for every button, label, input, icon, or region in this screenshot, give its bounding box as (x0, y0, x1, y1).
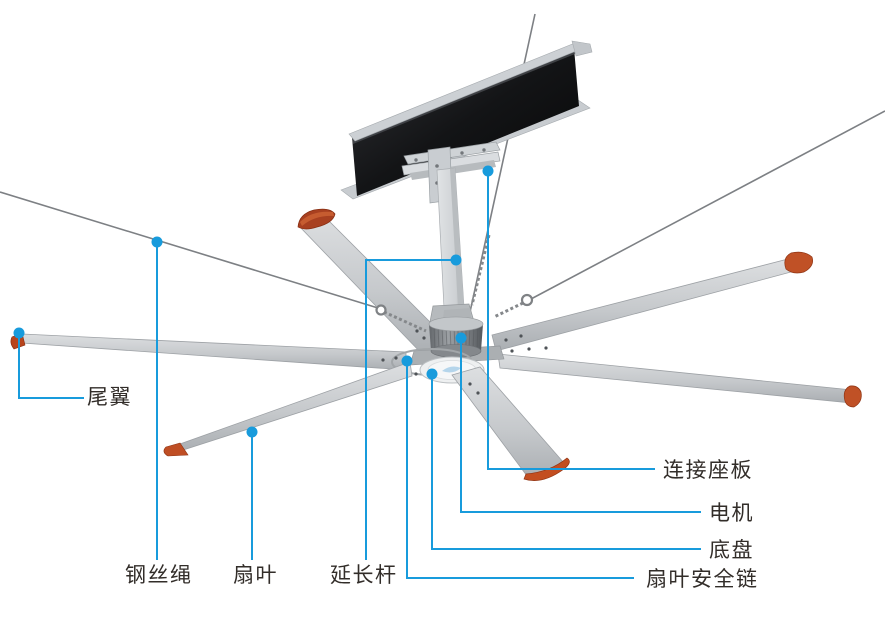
callout-line-safety-chain (406, 361, 634, 579)
cable-hardware (375, 293, 534, 333)
callout-dot-motor (455, 332, 467, 344)
blade-upper-left (299, 211, 451, 357)
label-blade-safety-chain: 扇叶安全链 (646, 568, 759, 591)
callout-line-connection-plate (487, 171, 655, 470)
callout-line-tail-wing (18, 333, 84, 399)
callout-dot-connection-plate (482, 165, 494, 177)
chain-right (493, 301, 524, 319)
label-wire-rope: 钢丝绳 (125, 564, 193, 587)
blade-tip-right (843, 385, 862, 408)
callout-line-extension-rod (365, 259, 456, 560)
blade-tip-lower-left (163, 442, 189, 457)
blade-tip-upper-right (784, 251, 813, 274)
callout-dot-wire-rope (151, 236, 163, 248)
label-motor: 电机 (709, 502, 754, 525)
lower-blades (163, 361, 570, 481)
label-chassis: 底盘 (709, 539, 754, 562)
callout-dot-fan-blade (246, 426, 258, 438)
mount-rail-lower (401, 151, 501, 176)
callout-dot-extension-rod (450, 254, 462, 266)
label-connection-plate: 连接座板 (663, 459, 753, 482)
blade-tip-lower-right (523, 457, 570, 481)
blade-upper-right (491, 258, 792, 352)
label-tail-wing: 尾翼 (87, 386, 132, 409)
beam-flange-end (571, 40, 593, 57)
callout-dot-tail-wing (13, 327, 25, 339)
shackle-ring-left (375, 304, 387, 316)
blade-bolts (381, 329, 548, 395)
wire-rope-left (0, 191, 379, 309)
i-beam (340, 40, 593, 200)
hanging-chain (470, 234, 491, 306)
upper-blades (10, 208, 862, 408)
label-extension-rod: 延长杆 (330, 564, 398, 587)
wire-rope-right (530, 110, 885, 300)
label-fan-blade: 扇叶 (233, 564, 278, 587)
callout-dot-chassis (426, 368, 438, 380)
brand-mark (442, 366, 461, 373)
blade-tip-upper-left-highlight (300, 211, 334, 226)
blade-left (21, 333, 407, 371)
callout-lines (18, 171, 701, 579)
callout-dot-safety-chain (401, 355, 413, 367)
callout-line-motor (460, 338, 701, 513)
shackle-ring-right (520, 293, 534, 307)
chain-left (383, 310, 427, 333)
motor-top-cap (428, 316, 484, 332)
callout-line-chassis (431, 374, 701, 550)
blade-right (497, 353, 853, 404)
callout-dots (13, 165, 494, 438)
rod-side-shade (450, 168, 464, 307)
blade-lower-left (176, 361, 413, 453)
